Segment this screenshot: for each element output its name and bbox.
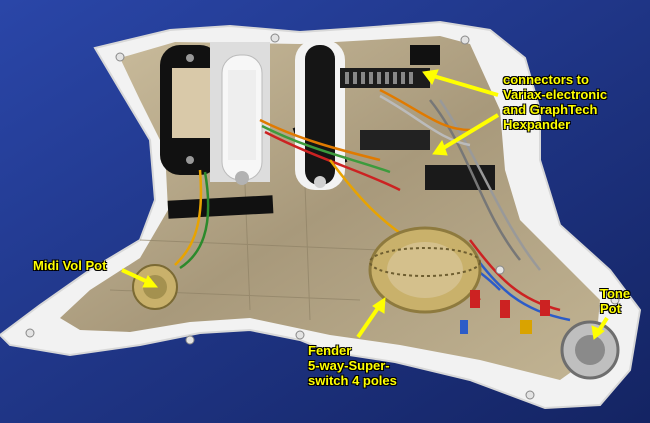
- black-tape: [167, 195, 274, 219]
- screws: [25, 33, 620, 400]
- connectors-arrow-2: [438, 113, 500, 152]
- switch-arrow: [356, 303, 382, 339]
- midi-vol-pot-label: Midi Vol Pot: [33, 258, 107, 273]
- bridge-pickup: [295, 40, 345, 190]
- five-way-switch: [368, 226, 482, 314]
- switch-label: Fender 5-way-Super- switch 4 poles: [308, 343, 397, 388]
- tone-pot-label: Tone Pot: [600, 286, 631, 316]
- connectors-arrow: [429, 73, 499, 97]
- components: [460, 290, 550, 334]
- black-tape: [410, 45, 440, 65]
- connectors-label: connectors to Variax-electronic and Grap…: [503, 72, 608, 132]
- middle-pickup: [210, 42, 270, 185]
- tone-pot: [560, 320, 620, 380]
- neck-pickup: [160, 45, 220, 175]
- annotation-arrows: [121, 69, 609, 340]
